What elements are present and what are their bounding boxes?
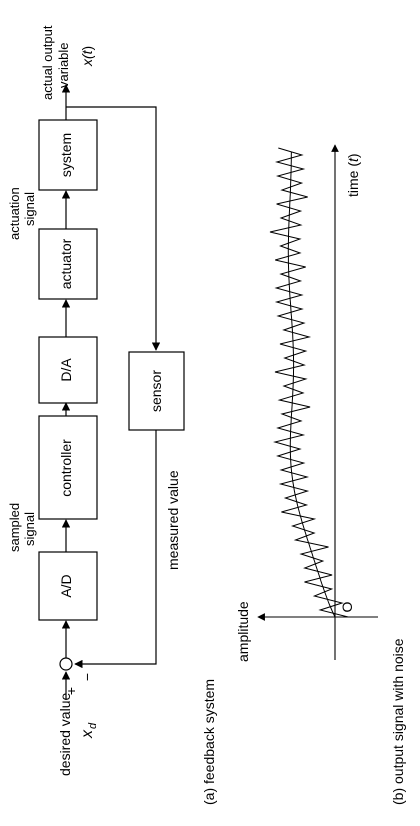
feedback-line-bottom [74, 430, 157, 669]
feedback-diagram [38, 84, 185, 700]
noisy-signal [269, 147, 349, 618]
variable-label: variable [56, 42, 71, 88]
system-block [38, 119, 98, 191]
minus-sign: − [79, 673, 95, 681]
svg-text:time (t): time (t) [345, 153, 361, 197]
smooth-signal [287, 151, 336, 618]
caption-a: (a) feedback system [201, 679, 217, 805]
svg-text:d: d [87, 722, 99, 729]
actuator-label: actuator [58, 238, 74, 289]
actual-output-label: actual output [40, 25, 55, 100]
time-label: time (t) [345, 153, 361, 197]
da-block [38, 336, 98, 404]
da-label: D/A [58, 358, 74, 382]
sampled-label: sampled [7, 503, 22, 552]
sensor-label: sensor [148, 370, 164, 412]
plus-sign: + [63, 687, 79, 695]
measured-value-label: measured value [165, 470, 181, 570]
actuation-label: actuation [7, 187, 22, 240]
xt-symbol: x(t) [79, 46, 95, 67]
xd-symbol: x d [79, 722, 99, 739]
svg-text:x(t): x(t) [79, 46, 95, 67]
actuator-block [38, 228, 98, 300]
feedback-line-top [66, 106, 161, 351]
ad-label: A/D [58, 574, 74, 597]
controller-label: controller [58, 439, 74, 497]
ad-block [38, 551, 98, 621]
sampled-signal-label: signal [22, 512, 37, 546]
origin-label: O [339, 601, 355, 612]
controller-block [38, 415, 98, 520]
svg-text:x: x [79, 729, 96, 739]
amplitude-label: amplitude [235, 601, 251, 662]
system-label: system [58, 133, 74, 177]
output-plot [257, 144, 378, 660]
summing-junction [59, 657, 73, 671]
desired-value-label: desired value [57, 693, 73, 776]
caption-b: (b) output signal with noise [390, 638, 406, 805]
actuation-signal-label: signal [22, 192, 37, 226]
